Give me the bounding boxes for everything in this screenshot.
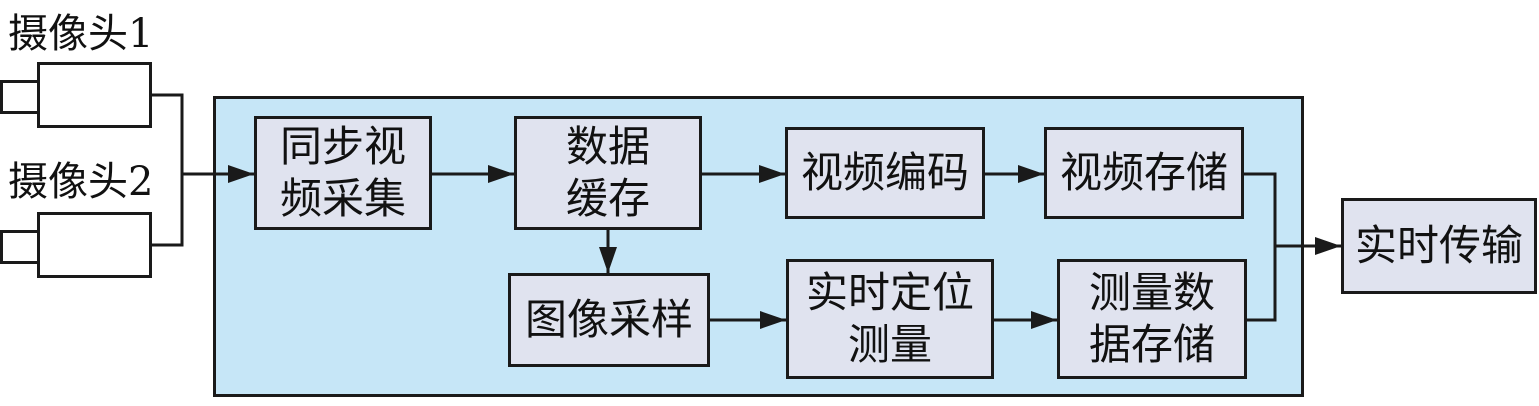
measure-store-wire [1247, 246, 1277, 322]
camera-1-label: 摄像头1 [8, 11, 154, 57]
node-video-store: 视频存储 [1044, 127, 1244, 219]
camera-1-icon [37, 62, 152, 128]
camera-2-wire [152, 174, 184, 247]
node-data-buffer: 数据缓存 [514, 116, 702, 230]
video-store-wire [1244, 172, 1277, 246]
node-image-sample: 图像采样 [508, 273, 710, 367]
node-realtime-locate: 实时定位测量 [786, 259, 994, 379]
camera-2-icon [37, 212, 152, 278]
node-sync-capture: 同步视频采集 [254, 116, 432, 230]
node-measure-store: 测量数据存储 [1057, 259, 1247, 379]
node-realtime-transmit: 实时传输 [1341, 198, 1537, 294]
node-video-encode: 视频编码 [785, 127, 985, 219]
camera-2-label: 摄像头2 [8, 159, 154, 205]
camera-1-wire [152, 93, 184, 174]
